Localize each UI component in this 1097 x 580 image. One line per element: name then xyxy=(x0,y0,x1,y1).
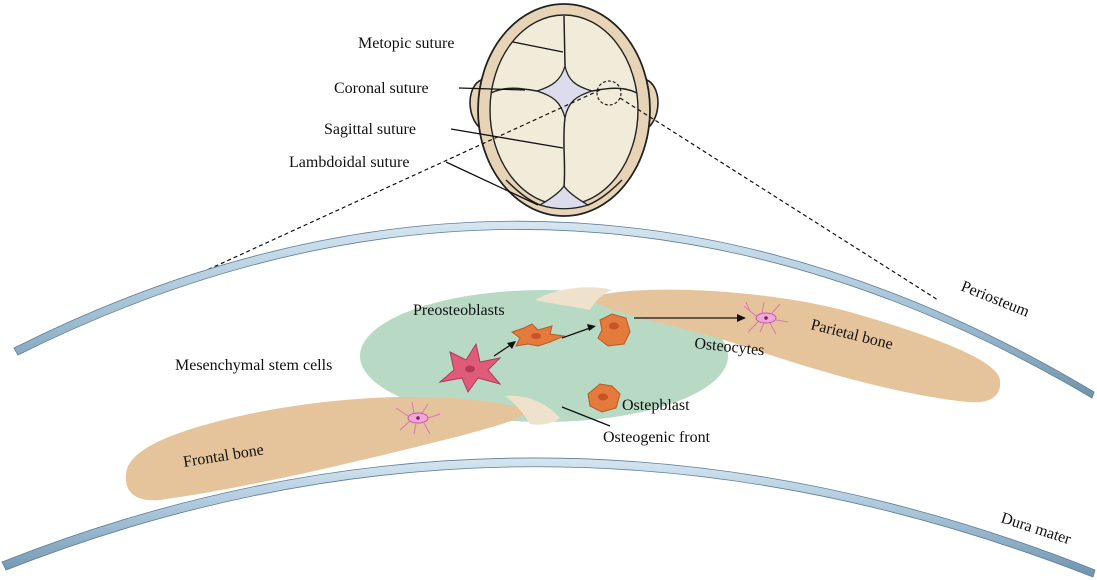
sagittal-suture-line xyxy=(564,118,565,186)
frontal-bone-shape xyxy=(126,397,530,500)
skull-top-view xyxy=(470,4,658,216)
zoom-line-right xyxy=(620,98,938,300)
stem-cell-nucleus xyxy=(465,366,475,373)
periosteum-label: Periosteum xyxy=(959,278,1033,321)
lambdoidal-suture-label: Lambdoidal suture xyxy=(289,154,409,171)
sagittal-suture-label: Sagittal suture xyxy=(324,121,416,138)
preosteoblast-2-nucleus xyxy=(609,323,619,330)
preosteoblast-nucleus xyxy=(531,333,541,339)
preosteoblasts-label: Preosteoblasts xyxy=(413,302,505,319)
osteogenic-front-label: Osteogenic front xyxy=(603,429,711,446)
metopic-suture-line xyxy=(564,16,565,66)
mesenchymal-stem-cells-label: Mesenchymal stem cells xyxy=(175,357,332,374)
osteoblast-nucleus xyxy=(598,394,608,401)
coronal-suture-label: Coronal suture xyxy=(334,80,429,97)
osteoblast-label: Ostepblast xyxy=(622,397,690,414)
preosteoblast-cell-2 xyxy=(598,314,630,346)
metopic-suture-label: Metopic suture xyxy=(358,35,454,52)
